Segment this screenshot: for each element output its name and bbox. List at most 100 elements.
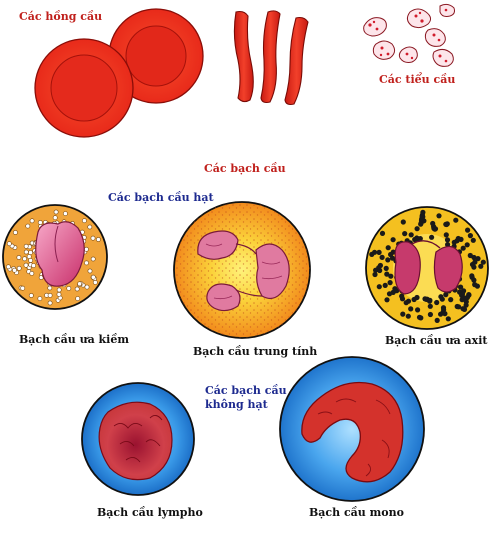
granule bbox=[480, 259, 486, 265]
granule bbox=[385, 245, 391, 251]
granule bbox=[464, 242, 470, 248]
granule bbox=[460, 245, 466, 251]
granule bbox=[90, 274, 96, 280]
granule bbox=[408, 232, 414, 238]
granule bbox=[471, 264, 477, 270]
basophil-label: Bạch cầu ưa kiềm bbox=[19, 333, 129, 346]
granule bbox=[458, 284, 464, 290]
platelet bbox=[372, 40, 396, 60]
granule bbox=[87, 224, 93, 230]
granule bbox=[16, 265, 22, 271]
platelet bbox=[398, 46, 418, 63]
granule bbox=[382, 282, 388, 288]
granule bbox=[475, 256, 481, 262]
granule bbox=[84, 246, 89, 252]
granule bbox=[443, 221, 450, 228]
granule bbox=[12, 267, 17, 273]
granule bbox=[75, 296, 81, 301]
granule bbox=[451, 239, 457, 245]
basophil-nucleus bbox=[35, 221, 85, 287]
granule bbox=[408, 306, 414, 312]
granule bbox=[472, 259, 478, 265]
granule bbox=[467, 252, 473, 259]
granule bbox=[430, 220, 436, 227]
eosinophil-nucleus-lobe bbox=[394, 241, 421, 295]
granule bbox=[405, 313, 411, 319]
lymphocyte-cell bbox=[81, 382, 195, 496]
agranulocytes-label-line-2: không hạt bbox=[205, 398, 268, 411]
granule bbox=[372, 271, 378, 278]
granule bbox=[63, 211, 68, 216]
granule bbox=[90, 235, 96, 241]
granule bbox=[389, 255, 396, 261]
granule bbox=[469, 273, 475, 279]
granule bbox=[47, 285, 53, 291]
granule bbox=[436, 213, 442, 219]
granule bbox=[29, 218, 35, 224]
granule bbox=[442, 311, 448, 317]
granule bbox=[443, 292, 449, 298]
granule bbox=[418, 315, 424, 321]
granule bbox=[87, 268, 93, 274]
granule bbox=[461, 306, 468, 312]
erythrocyte-side-views bbox=[233, 10, 309, 106]
platelet bbox=[363, 17, 387, 37]
granule bbox=[383, 265, 389, 271]
platelet bbox=[424, 28, 446, 47]
granule bbox=[84, 260, 89, 266]
erythrocyte-group bbox=[34, 8, 204, 138]
lymphocyte-nucleus bbox=[98, 401, 173, 481]
neutrophil-cell bbox=[173, 201, 311, 339]
granule bbox=[29, 270, 35, 276]
granule bbox=[429, 234, 435, 240]
basophil-cell bbox=[2, 204, 108, 310]
lymphocyte-label: Bạch cầu lympho bbox=[97, 506, 203, 519]
granule bbox=[388, 273, 394, 279]
granule bbox=[474, 283, 480, 289]
erythrocyte-rod-2 bbox=[260, 10, 281, 104]
granule bbox=[444, 237, 451, 243]
granule bbox=[84, 284, 90, 290]
granule bbox=[432, 226, 438, 232]
granule bbox=[6, 241, 12, 247]
granule bbox=[402, 231, 408, 237]
granule bbox=[414, 294, 420, 301]
granule bbox=[445, 316, 451, 322]
granule bbox=[37, 220, 43, 225]
granule bbox=[23, 243, 29, 249]
leukocytes-label: Các bạch cầu bbox=[204, 162, 286, 175]
granule bbox=[37, 296, 43, 301]
granule bbox=[379, 230, 386, 236]
granule bbox=[400, 311, 406, 317]
granule bbox=[23, 249, 29, 255]
eosinophil-nucleus-lobe bbox=[433, 245, 463, 293]
platelet-group bbox=[363, 3, 455, 67]
granule bbox=[5, 264, 11, 270]
granule bbox=[459, 291, 466, 297]
granule bbox=[379, 254, 385, 260]
granule bbox=[414, 226, 420, 232]
granule bbox=[448, 297, 454, 303]
granule bbox=[478, 263, 484, 269]
granule bbox=[28, 250, 33, 255]
granule bbox=[439, 296, 445, 302]
erythrocyte-front-center bbox=[50, 54, 118, 122]
granule bbox=[466, 292, 472, 298]
granule bbox=[384, 271, 390, 277]
granule bbox=[53, 209, 59, 215]
granulocytes-label: Các bạch cầu hạt bbox=[108, 191, 214, 204]
granule bbox=[16, 255, 22, 260]
agranulocytes-label-line-1: Các bạch cầu bbox=[205, 384, 287, 397]
granule bbox=[461, 295, 467, 301]
erythrocyte-rod-1 bbox=[233, 10, 254, 103]
platelets-label: Các tiểu cầu bbox=[379, 73, 456, 86]
granule bbox=[12, 230, 18, 235]
granule bbox=[400, 219, 406, 225]
eosinophil-cell bbox=[365, 206, 489, 330]
erythrocytes-label: Các hồng cầu bbox=[19, 10, 103, 23]
monocyte-label: Bạch cầu mono bbox=[309, 506, 404, 519]
granule bbox=[376, 284, 382, 290]
granule bbox=[415, 307, 421, 313]
granule bbox=[74, 286, 80, 292]
